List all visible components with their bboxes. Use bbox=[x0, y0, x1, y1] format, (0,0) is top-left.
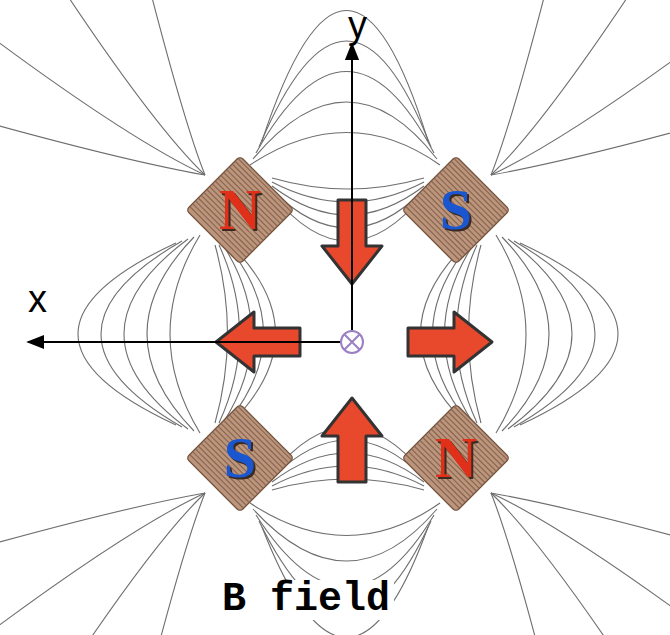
coil-pole: S bbox=[185, 403, 295, 513]
pole-letter: N bbox=[435, 429, 477, 487]
field-line bbox=[250, 503, 440, 536]
field-line bbox=[259, 41, 431, 147]
field-line bbox=[491, 493, 640, 635]
field-line bbox=[491, 113, 670, 175]
coil-pole: N bbox=[401, 403, 511, 513]
coil-pole: N bbox=[185, 155, 295, 265]
field-line bbox=[78, 243, 176, 425]
x-axis bbox=[28, 341, 352, 343]
field-line bbox=[514, 241, 595, 427]
axes bbox=[28, 44, 363, 353]
field-line bbox=[491, 493, 670, 631]
field-line bbox=[253, 102, 437, 159]
axis-label: y bbox=[348, 6, 367, 44]
field-line bbox=[262, 11, 428, 142]
field-line bbox=[101, 241, 182, 427]
field-line bbox=[491, 0, 640, 175]
field-line bbox=[250, 133, 440, 166]
field-line bbox=[491, 493, 670, 555]
field-line bbox=[272, 178, 424, 189]
figure-title: B field bbox=[218, 580, 394, 620]
pole-letter: N bbox=[219, 181, 261, 239]
field-line bbox=[253, 509, 437, 561]
field-line bbox=[0, 37, 205, 175]
field-line bbox=[124, 239, 188, 429]
field-line bbox=[491, 493, 558, 635]
field-line bbox=[0, 113, 205, 175]
field-line bbox=[496, 235, 526, 433]
field-line bbox=[138, 493, 205, 635]
field-line bbox=[170, 235, 200, 433]
beam-into-page bbox=[341, 331, 363, 353]
coil-pole: S bbox=[401, 155, 511, 265]
field-line bbox=[56, 493, 205, 635]
force-arrow bbox=[322, 398, 382, 482]
field-line bbox=[520, 243, 618, 425]
pole-letter: S bbox=[440, 181, 472, 239]
field-line bbox=[502, 237, 549, 431]
force-arrow bbox=[408, 312, 492, 372]
y-axis bbox=[351, 44, 353, 342]
field-line bbox=[56, 0, 205, 175]
field-line bbox=[138, 0, 205, 175]
field-line bbox=[0, 493, 205, 631]
axis-label: x bbox=[28, 280, 47, 318]
pole-letter: S bbox=[224, 429, 256, 487]
field-line bbox=[508, 239, 572, 429]
field-line bbox=[147, 237, 194, 431]
field-line bbox=[491, 37, 670, 175]
field-line bbox=[491, 0, 558, 175]
field-line bbox=[0, 493, 205, 555]
